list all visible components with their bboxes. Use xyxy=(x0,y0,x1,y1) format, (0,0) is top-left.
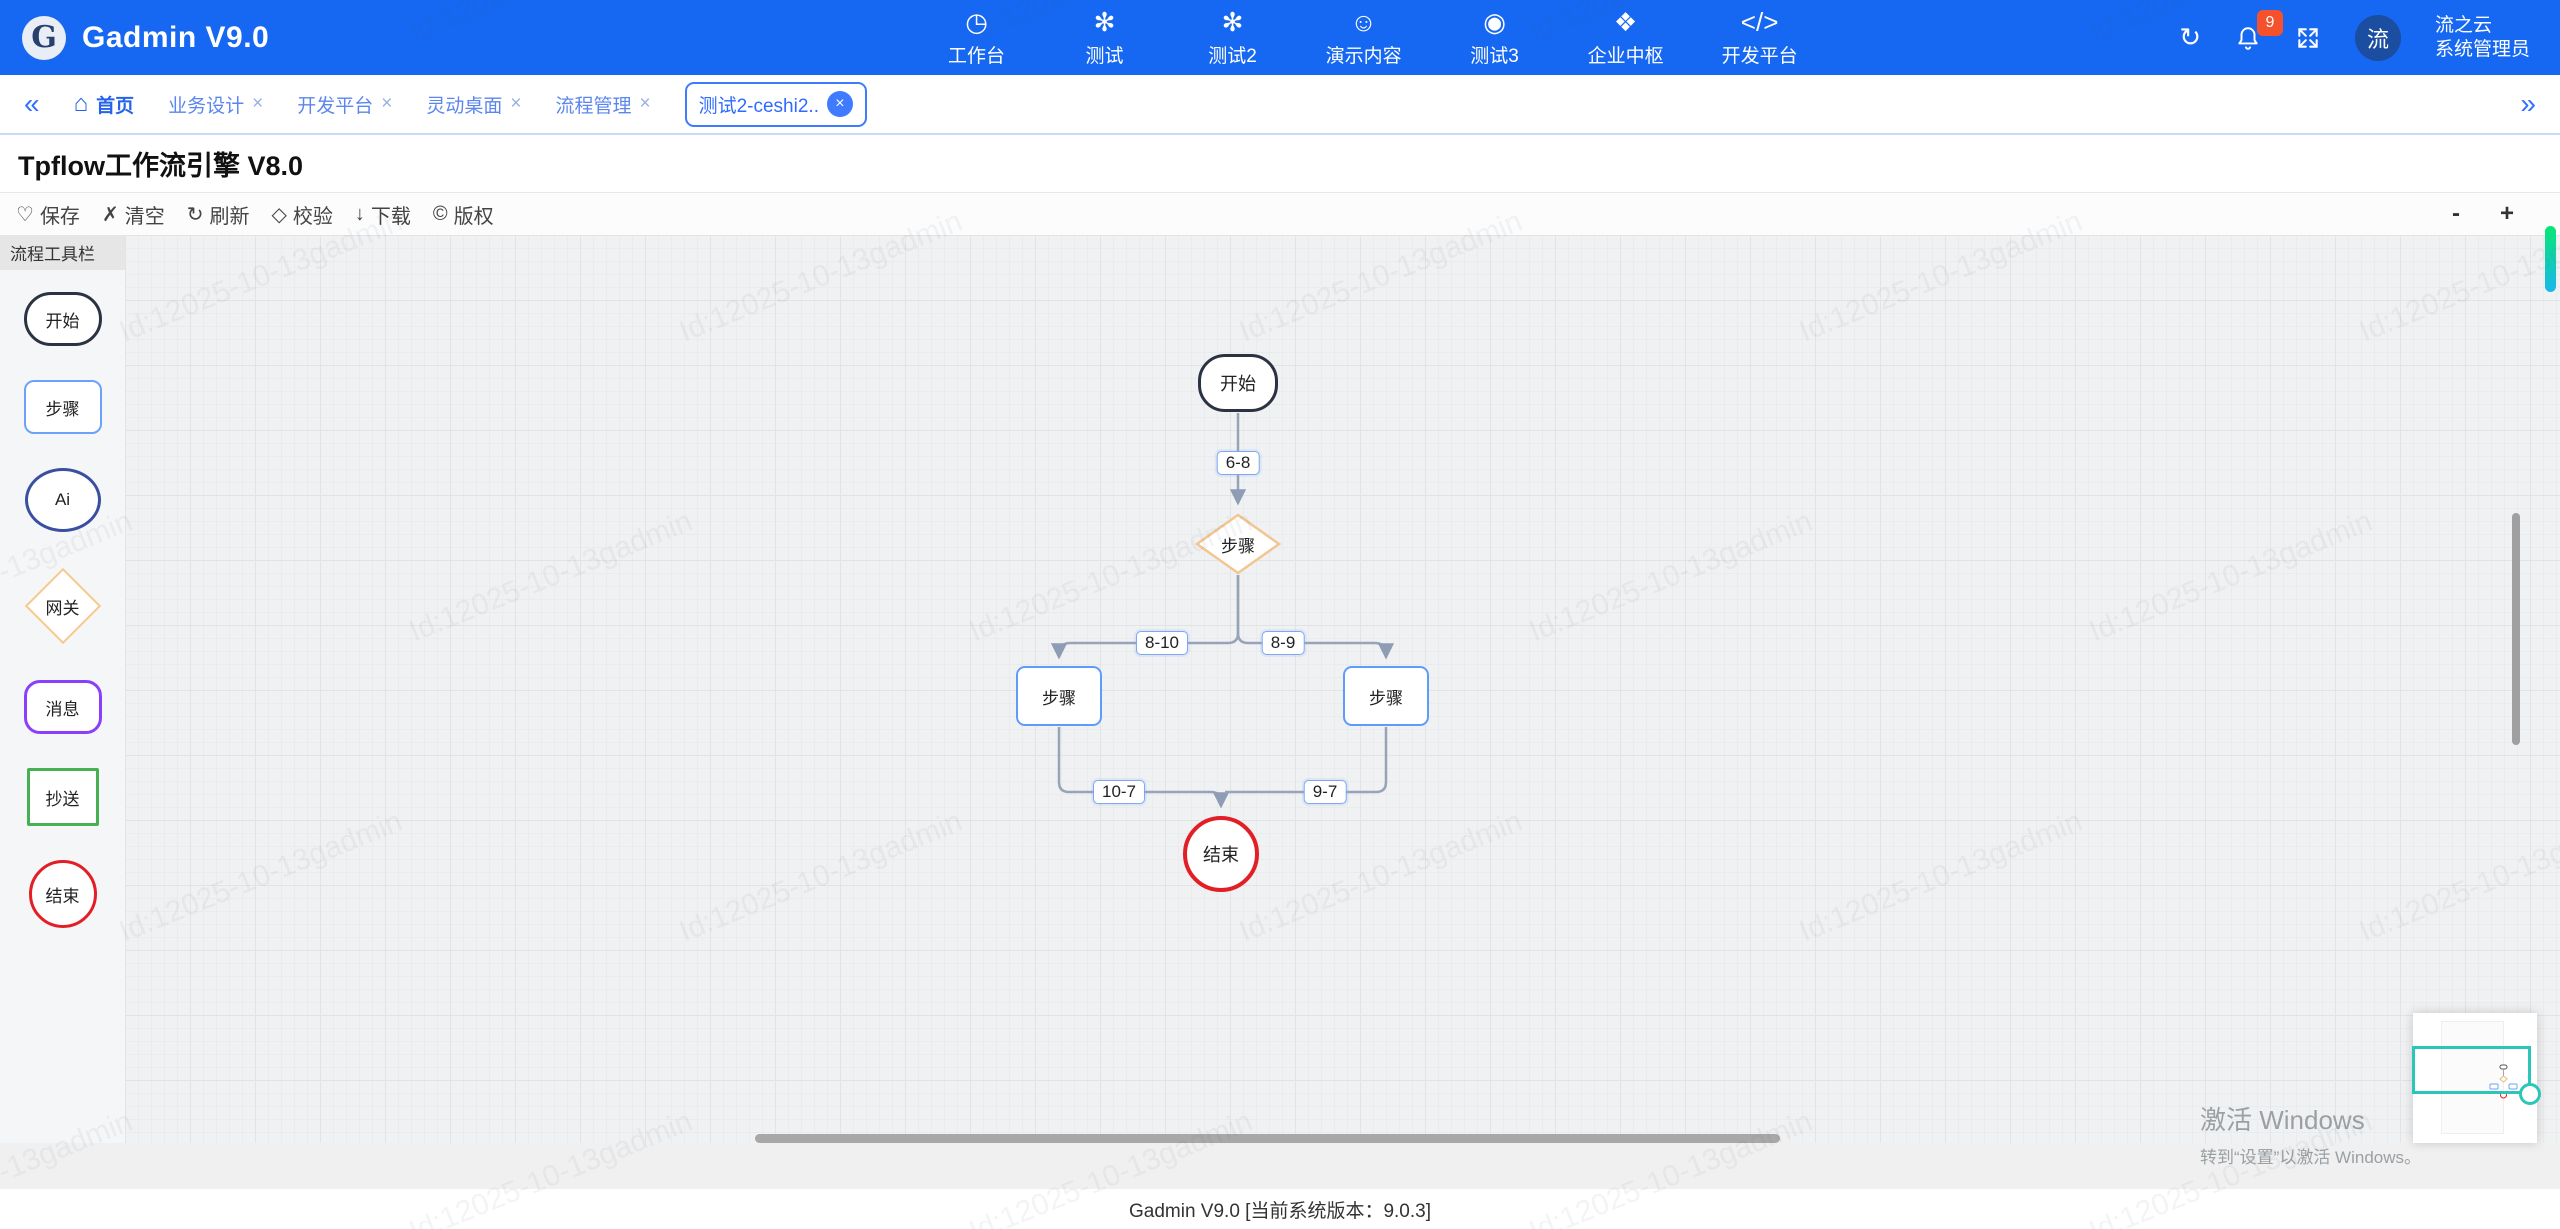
user-info[interactable]: 流之云 系统管理员 xyxy=(2435,14,2530,62)
smiley-icon: ☺ xyxy=(1350,7,1377,37)
zoom-out-button[interactable]: - xyxy=(2451,200,2460,227)
code-icon: </> xyxy=(1740,7,1779,37)
copyright-button[interactable]: © 版权 xyxy=(432,202,494,228)
tab-home[interactable]: ⌂ 首页 xyxy=(73,90,135,117)
node-end[interactable]: 结束 xyxy=(1183,816,1259,892)
minimap[interactable] xyxy=(2412,1013,2541,1143)
tab-test2-ceshi2-current[interactable]: 测试2-ceshi2.. × xyxy=(684,81,867,127)
tool-end-node[interactable]: 结束 xyxy=(28,860,97,928)
edge-label-8-9[interactable]: 8-9 xyxy=(1261,631,1305,655)
main-menu: ◷ 工作台 ✻ 测试 ✻ 测试2 ☺ 演示内容 ◉ 测试3 ❖ 企业中枢 xyxy=(560,7,2179,68)
menu-item-enterprise-hub[interactable]: ❖ 企业中枢 xyxy=(1587,7,1664,67)
close-icon[interactable]: × xyxy=(639,93,651,114)
tabs-expand-icon[interactable]: » xyxy=(2520,88,2536,119)
node-start[interactable]: 开始 xyxy=(1198,354,1278,412)
app-title: Gadmin V9.0 xyxy=(82,20,270,54)
node-gateway[interactable]: 步骤 xyxy=(1221,536,1255,556)
edge-label-9-7[interactable]: 9-7 xyxy=(1303,780,1347,804)
gauge-icon: ◷ xyxy=(965,7,988,37)
refresh-icon: ↻ xyxy=(186,203,204,226)
x-icon: ✗ xyxy=(101,203,119,226)
edge-label-6-8[interactable]: 6-8 xyxy=(1216,451,1260,475)
menu-item-dev-platform[interactable]: </> 开发平台 xyxy=(1721,7,1798,67)
version-text: Gadmin V9.0 [当前系统版本：9.0.3] xyxy=(1129,1200,1431,1222)
close-icon[interactable]: × xyxy=(510,93,522,114)
heart-icon: ♡ xyxy=(16,203,34,226)
tool-ai-node[interactable]: Ai xyxy=(24,468,101,532)
app-logo-icon: G xyxy=(22,15,66,60)
flow-tool-sidebar: 流程工具栏 开始 步骤 Ai 网关 消息 抄送 结束 xyxy=(0,235,125,1143)
refresh-icon[interactable]: ↻ xyxy=(2179,22,2201,52)
top-navbar: G Gadmin V9.0 ◷ 工作台 ✻ 测试 ✻ 测试2 ☺ 演示内容 ◉ … xyxy=(0,0,2560,75)
tab-process-mgmt[interactable]: 流程管理 × xyxy=(555,93,651,117)
node-step-right[interactable]: 步骤 xyxy=(1343,666,1429,726)
tool-step-node[interactable]: 步骤 xyxy=(23,380,102,434)
tool-gateway-node[interactable]: 网关 xyxy=(22,566,104,646)
windows-activation-watermark: 激活 Windows 转到“设置”以激活 Windows。 xyxy=(2200,1105,2422,1167)
user-role: 系统管理员 xyxy=(2434,38,2530,60)
sidebar-tools: 开始 步骤 Ai 网关 消息 抄送 结束 xyxy=(0,270,125,928)
flow-canvas[interactable]: 开始 步骤 步骤 步骤 结束 6-8 8-10 8-9 10-7 9-7 xyxy=(125,235,2560,1143)
page-header: Tpflow工作流引擎 V8.0 xyxy=(0,135,2560,193)
minimap-page-preview xyxy=(2441,1021,2518,1134)
node-step-left[interactable]: 步骤 xyxy=(1016,666,1102,726)
navbar-actions: ↻ 9 流 流之云 系统管理员 xyxy=(2179,9,2560,62)
menu-item-test3[interactable]: ◉ 测试3 xyxy=(1470,7,1519,67)
zoom-controls: - + xyxy=(2452,200,2560,228)
download-button[interactable]: ↓ 下载 xyxy=(354,202,411,228)
menu-item-test2[interactable]: ✻ 测试2 xyxy=(1208,7,1257,67)
minimap-resize-handle[interactable] xyxy=(2519,1083,2541,1105)
tab-dev-platform[interactable]: 开发平台 × xyxy=(297,93,393,117)
zoom-in-button[interactable]: + xyxy=(2499,200,2514,227)
close-icon[interactable]: × xyxy=(381,93,393,114)
tab-business-design[interactable]: 业务设计 × xyxy=(168,93,264,117)
snowflake-icon: ✻ xyxy=(1093,7,1116,37)
fullscreen-icon[interactable] xyxy=(2295,25,2321,51)
footer-strip xyxy=(0,1143,2560,1189)
copyright-icon: © xyxy=(432,202,448,225)
close-icon[interactable]: × xyxy=(826,91,853,117)
edge-label-10-7[interactable]: 10-7 xyxy=(1092,780,1146,804)
compass-icon: ◉ xyxy=(1483,7,1506,37)
notification-badge: 9 xyxy=(2256,9,2283,36)
tab-bar: « ⌂ 首页 业务设计 × 开发平台 × 灵动桌面 × 流程管理 × 测试2-c… xyxy=(0,75,2560,135)
close-icon[interactable]: × xyxy=(252,93,264,114)
clear-button[interactable]: ✗ 清空 xyxy=(101,203,165,228)
sidebar-header: 流程工具栏 xyxy=(0,235,125,270)
status-bar: Gadmin V9.0 [当前系统版本：9.0.3] xyxy=(0,1189,2560,1229)
snowflake-icon: ✻ xyxy=(1221,7,1244,37)
diamond-icon: ◇ xyxy=(271,203,287,226)
brand: G Gadmin V9.0 xyxy=(0,15,560,60)
flow-toolbar: ♡ 保存 ✗ 清空 ↻ 刷新 ◇ 校验 ↓ 下载 © 版权 - + xyxy=(0,193,2560,235)
validate-button[interactable]: ◇ 校验 xyxy=(271,203,333,228)
download-icon: ↓ xyxy=(354,202,365,225)
edge-label-8-10[interactable]: 8-10 xyxy=(1135,631,1189,655)
horizontal-scrollbar[interactable] xyxy=(755,1134,1780,1143)
minimap-flow-glyph xyxy=(2489,1064,2518,1099)
page-title: Tpflow工作流引擎 V8.0 xyxy=(18,151,304,181)
menu-item-workbench[interactable]: ◷ 工作台 xyxy=(948,7,1006,67)
menu-item-demo-content[interactable]: ☺ 演示内容 xyxy=(1325,7,1402,67)
user-avatar[interactable]: 流 xyxy=(2354,14,2401,61)
tabs-collapse-icon[interactable]: « xyxy=(24,88,40,119)
tool-start-node[interactable]: 开始 xyxy=(23,292,102,346)
vertical-scrollbar[interactable] xyxy=(2512,513,2520,745)
user-name: 流之云 xyxy=(2434,14,2492,36)
home-icon: ⌂ xyxy=(73,90,89,117)
tool-message-node[interactable]: 消息 xyxy=(23,680,102,734)
bell-icon xyxy=(2238,26,2258,50)
tool-cc-node[interactable]: 抄送 xyxy=(26,768,99,826)
page-scrollbar-thumb[interactable] xyxy=(2545,226,2556,292)
grid-icon: ❖ xyxy=(1613,7,1638,37)
minimap-viewport[interactable] xyxy=(2412,1046,2531,1094)
tab-smart-desktop[interactable]: 灵动桌面 × xyxy=(426,93,522,117)
menu-item-test[interactable]: ✻ 测试 xyxy=(1085,7,1124,67)
refresh-button[interactable]: ↻ 刷新 xyxy=(186,203,250,228)
notification-bell-icon[interactable]: 9 xyxy=(2235,9,2283,52)
save-button[interactable]: ♡ 保存 xyxy=(16,203,80,228)
